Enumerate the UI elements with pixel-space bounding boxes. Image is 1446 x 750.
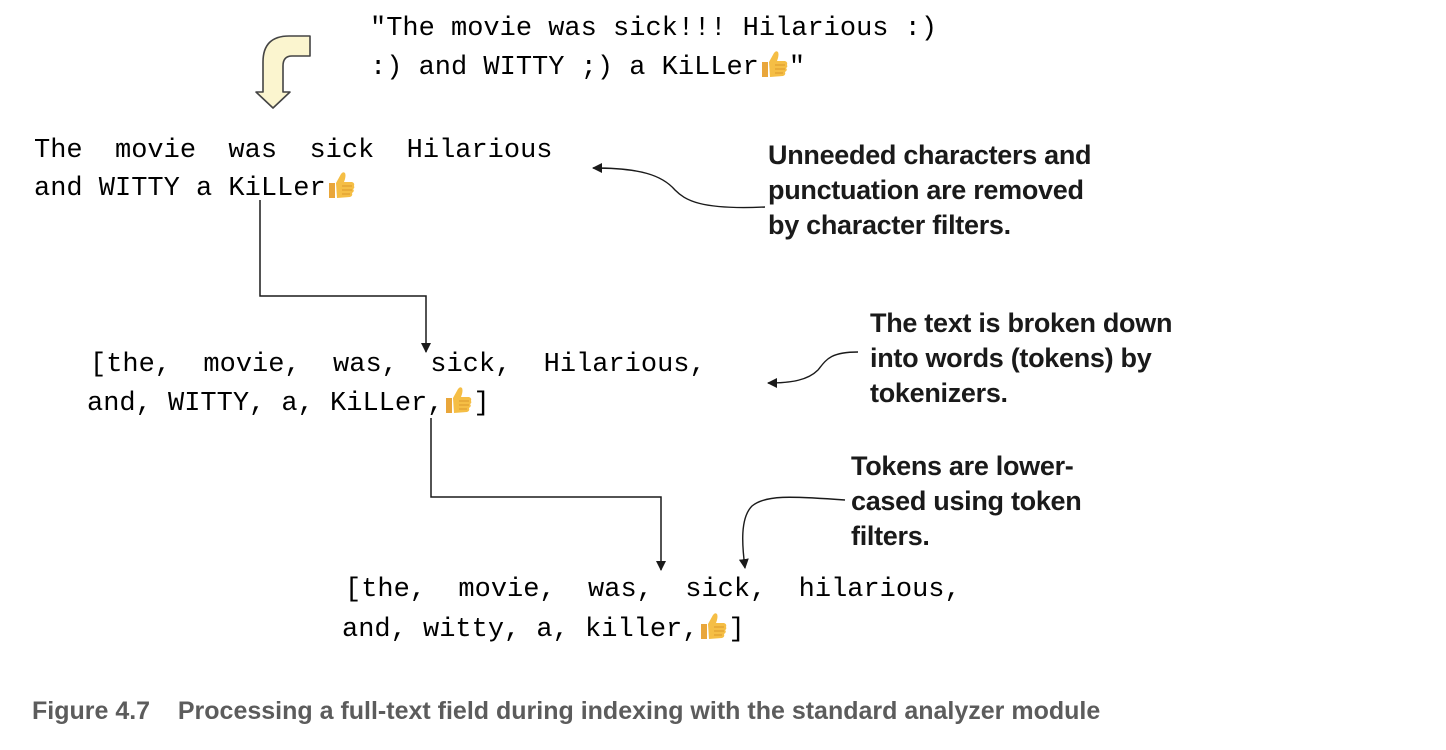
tokens-line-1: [the, movie, was, sick, Hilarious,: [90, 350, 706, 380]
annotation-arrow-tokenizers: [767, 351, 859, 388]
note-token-filters: Tokens are lower- cased using token filt…: [851, 449, 1082, 554]
lowercased-close-bracket: ]: [728, 615, 745, 645]
note-line: The text is broken down: [870, 308, 1173, 338]
filtered-text-line-2-body: and WITTY a KiLLer: [34, 174, 326, 204]
thumbs-up-icon: [761, 51, 788, 77]
note-tokenizers: The text is broken down into words (toke…: [870, 306, 1172, 411]
input-text-line-2: :) and WITTY ;) a KiLLer ": [370, 48, 805, 86]
tokens-close-bracket: ]: [473, 389, 490, 419]
annotation-arrow-token-filters: [738, 496, 846, 569]
tokens-line-2: and, WITTY, a, KiLLer,]: [87, 384, 490, 422]
lowercased-line-2-body: and, witty, a, killer,: [342, 615, 699, 645]
filtered-text-line-2: and WITTY a KiLLer: [34, 169, 356, 207]
note-line: into words (tokens) by: [870, 343, 1152, 373]
input-text-close-quote: ": [788, 53, 806, 83]
note-line: filters.: [851, 521, 930, 551]
note-line: cased using token: [851, 486, 1082, 516]
thumbs-up-icon: [701, 613, 727, 639]
annotation-arrow-char-filters: [592, 163, 766, 209]
note-line: Unneeded characters and: [768, 140, 1092, 170]
input-text-line-2-body: :) and WITTY ;) a KiLLer: [370, 53, 759, 83]
note-line: tokenizers.: [870, 378, 1008, 408]
thumbs-up-icon: [446, 387, 472, 413]
note-line: by character filters.: [768, 210, 1011, 240]
curved-down-arrow-icon: [255, 35, 311, 109]
flow-arrow-filter-to-tokens: [259, 200, 431, 353]
figure-caption: Figure 4.7 Processing a full-text field …: [32, 697, 1101, 725]
input-text-line-1: "The movie was sick!!! Hilarious :): [370, 14, 938, 44]
lowercased-line-1: [the, movie, was, sick, hilarious,: [345, 575, 961, 605]
tokens-line-2-body: and, WITTY, a, KiLLer,: [87, 389, 444, 419]
lowercased-line-2: and, witty, a, killer,]: [342, 610, 745, 648]
note-line: Tokens are lower-: [851, 451, 1074, 481]
thumbs-up-icon: [328, 172, 354, 198]
note-line: punctuation are removed: [768, 175, 1084, 205]
flow-arrow-tokens-to-lowercase: [430, 418, 666, 571]
note-character-filters: Unneeded characters and punctuation are …: [768, 138, 1092, 243]
filtered-text-line-1: The movie was sick Hilarious: [34, 136, 553, 166]
